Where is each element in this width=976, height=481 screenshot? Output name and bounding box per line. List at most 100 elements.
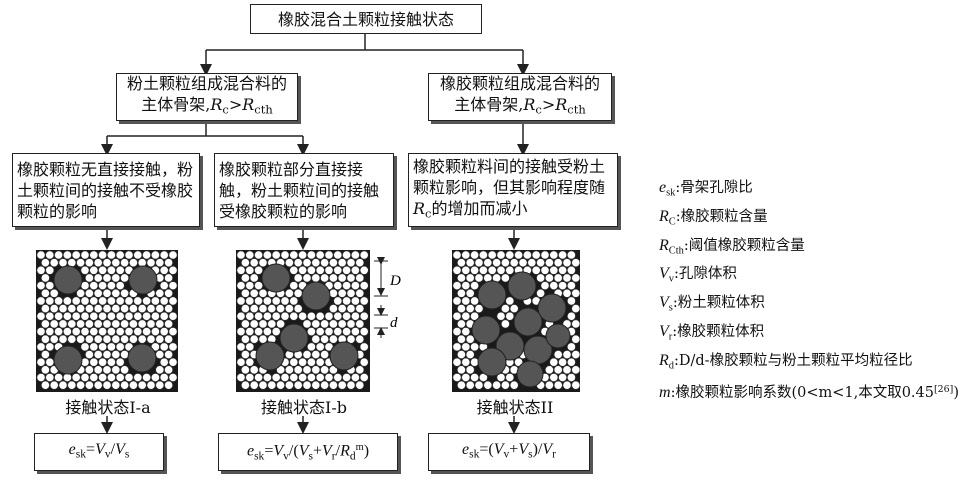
soil-particle: [246, 266, 254, 274]
soil-particle: [143, 373, 151, 381]
soil-particle: [107, 343, 115, 351]
soil-particle: [50, 304, 58, 312]
soil-particle: [497, 312, 505, 320]
soil-particle: [160, 373, 168, 381]
state-box-II: 橡胶颗粒料间的接触受粉土颗粒影响，但其影响程度随Rc的增加而减小: [408, 153, 618, 227]
title-box: 橡胶混合土颗粒接触状态: [250, 4, 482, 34]
soil-particle: [107, 327, 115, 335]
soil-particle: [343, 266, 351, 274]
soil-particle: [457, 381, 465, 389]
soil-particle: [572, 274, 580, 282]
soil-particle: [356, 366, 364, 374]
soil-particle: [77, 381, 85, 389]
soil-particle: [147, 320, 155, 328]
soil-particle: [360, 312, 368, 320]
soil-particle: [255, 266, 263, 274]
soil-particle: [329, 304, 337, 312]
soil-particle: [103, 320, 111, 328]
soil-particle: [501, 274, 509, 282]
soil-particle: [466, 259, 474, 267]
soil-particle: [112, 350, 120, 358]
soil-particle: [567, 373, 575, 381]
rubber-particle: [478, 348, 506, 376]
soil-particle: [545, 366, 553, 374]
soil-particle: [510, 381, 518, 389]
soil-particle: [94, 274, 102, 282]
soil-particle: [147, 335, 155, 343]
soil-particle: [457, 320, 465, 328]
soil-particle: [41, 259, 49, 267]
dimension-markers: [374, 261, 388, 338]
soil-particle: [250, 304, 258, 312]
soil-particle: [453, 297, 461, 305]
soil-particle: [466, 350, 474, 358]
soil-particle: [325, 327, 333, 335]
soil-particle: [453, 312, 461, 320]
soil-particle: [134, 373, 142, 381]
formula-box-Ib: esk=Vv/(Vs+Vr/Rdm): [218, 433, 398, 471]
soil-particle: [321, 274, 329, 282]
rubber-particle: [538, 294, 566, 322]
soil-particle: [272, 327, 280, 335]
soil-particle: [103, 381, 111, 389]
soil-particle: [246, 358, 254, 366]
soil-particle: [554, 350, 562, 358]
soil-particle: [237, 327, 245, 335]
soil-particle: [37, 282, 45, 290]
soil-particle: [156, 366, 164, 374]
soil-particle: [160, 358, 168, 366]
soil-particle: [532, 266, 540, 274]
soil-particle: [37, 373, 45, 381]
soil-particle: [475, 259, 483, 267]
soil-particle: [537, 289, 545, 297]
soil-particle: [316, 312, 324, 320]
soil-particle: [134, 312, 142, 320]
soil-particle: [156, 381, 164, 389]
rubber-particle: [517, 361, 543, 387]
soil-particle: [338, 259, 346, 267]
soil-particle: [462, 327, 470, 335]
soil-particle: [241, 289, 249, 297]
soil-particle: [165, 350, 173, 358]
soil-particle: [290, 373, 298, 381]
soil-particle: [285, 366, 293, 374]
soil-particle: [329, 320, 337, 328]
soil-particle: [90, 251, 98, 259]
soil-particle: [312, 350, 320, 358]
particle-panel-II: [452, 250, 580, 392]
soil-particle: [165, 274, 173, 282]
soil-particle: [329, 335, 337, 343]
soil-particle: [338, 381, 346, 389]
soil-particle: [493, 259, 501, 267]
soil-particle: [129, 320, 137, 328]
soil-particle: [116, 251, 124, 259]
soil-particle: [559, 282, 567, 290]
soil-particle: [268, 304, 276, 312]
title-text: 橡胶混合土颗粒接触状态: [278, 9, 454, 30]
soil-particle: [237, 312, 245, 320]
soil-particle: [290, 282, 298, 290]
soil-particle: [99, 282, 107, 290]
soil-particle: [312, 259, 320, 267]
soil-particle: [94, 259, 102, 267]
soil-particle: [554, 259, 562, 267]
soil-particle: [77, 304, 85, 312]
soil-particle: [85, 274, 93, 282]
rubber-particle: [546, 324, 570, 348]
soil-particle: [316, 358, 324, 366]
soil-particle: [360, 282, 368, 290]
soil-particle: [299, 251, 307, 259]
soil-particle: [151, 327, 159, 335]
soil-particle: [523, 251, 531, 259]
soil-particle: [103, 304, 111, 312]
soil-particle: [85, 366, 93, 374]
soil-particle: [272, 373, 280, 381]
soil-particle: [37, 358, 45, 366]
soil-particle: [484, 259, 492, 267]
soil-particle: [77, 259, 85, 267]
soil-particle: [462, 282, 470, 290]
soil-particle: [143, 251, 151, 259]
formula-box-Ia: esk=Vv/Vs: [34, 433, 164, 471]
soil-particle: [343, 297, 351, 305]
soil-particle: [121, 335, 129, 343]
